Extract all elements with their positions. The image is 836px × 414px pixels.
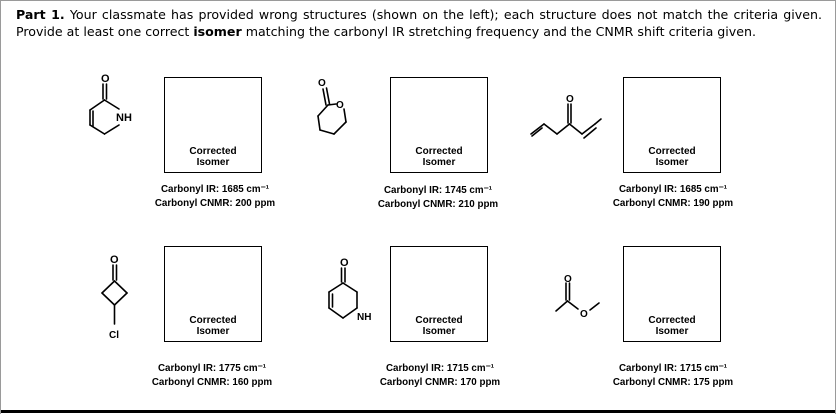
ir-criterion: Carbonyl IR: 1775 cm⁻¹ [157, 363, 267, 374]
ir-criterion: Carbonyl IR: 1685 cm⁻¹ [160, 184, 270, 195]
ir-criterion: Carbonyl IR: 1745 cm⁻¹ [383, 185, 493, 196]
criteria-4: Carbonyl IR: 1775 cm⁻¹ Carbonyl CNMR: 16… [112, 362, 312, 390]
cnmr-criterion: Carbonyl CNMR: 160 ppm [151, 377, 273, 388]
criteria-5: Carbonyl IR: 1715 cm⁻¹ Carbonyl CNMR: 17… [340, 362, 540, 390]
wrong-structure-5: O NH [319, 256, 379, 336]
atom-label: Cl [109, 330, 119, 341]
atom-label: O [101, 73, 110, 85]
wrong-structure-1: O NH [71, 71, 161, 171]
atom-label: NH [357, 312, 371, 323]
criteria-2: Carbonyl IR: 1745 cm⁻¹ Carbonyl CNMR: 21… [338, 184, 538, 212]
atom-label: O [564, 274, 572, 285]
cnmr-criterion: Carbonyl CNMR: 210 ppm [377, 199, 499, 210]
ir-criterion: Carbonyl IR: 1685 cm⁻¹ [618, 184, 728, 195]
wrong-structure-4: O Cl [96, 253, 136, 348]
ir-criterion: Carbonyl IR: 1715 cm⁻¹ [385, 363, 495, 374]
atom-label: O [336, 100, 344, 111]
atom-label: O [318, 78, 326, 89]
wrong-structure-2: O O [301, 71, 371, 161]
atom-label: O [566, 94, 574, 105]
criteria-1: Carbonyl IR: 1685 cm⁻¹ Carbonyl CNMR: 20… [115, 183, 315, 211]
instructions: Part 1. Your classmate has provided wron… [16, 6, 822, 40]
atom-label: O [340, 257, 349, 269]
instructions-bold-word: isomer [193, 24, 242, 39]
cnmr-criterion: Carbonyl CNMR: 175 ppm [612, 377, 734, 388]
criteria-3: Carbonyl IR: 1685 cm⁻¹ Carbonyl CNMR: 19… [573, 183, 773, 211]
instructions-text-1: Your classmate has provided wrong struct… [16, 7, 822, 39]
wrong-structure-6: O O [546, 273, 616, 323]
instructions-text-2: matching the carbonyl IR stretching freq… [241, 24, 756, 39]
ir-criterion: Carbonyl IR: 1715 cm⁻¹ [618, 363, 728, 374]
bottom-rule [1, 410, 835, 413]
atom-label: O [110, 254, 119, 266]
atom-label: NH [116, 112, 132, 124]
cnmr-criterion: Carbonyl CNMR: 170 ppm [379, 377, 501, 388]
cnmr-criterion: Carbonyl CNMR: 190 ppm [612, 198, 734, 209]
criteria-6: Carbonyl IR: 1715 cm⁻¹ Carbonyl CNMR: 17… [573, 362, 773, 390]
part-label: Part 1. [16, 7, 65, 22]
atom-label: O [580, 309, 588, 320]
cnmr-criterion: Carbonyl CNMR: 200 ppm [154, 198, 276, 209]
wrong-structure-3: O [528, 91, 608, 141]
